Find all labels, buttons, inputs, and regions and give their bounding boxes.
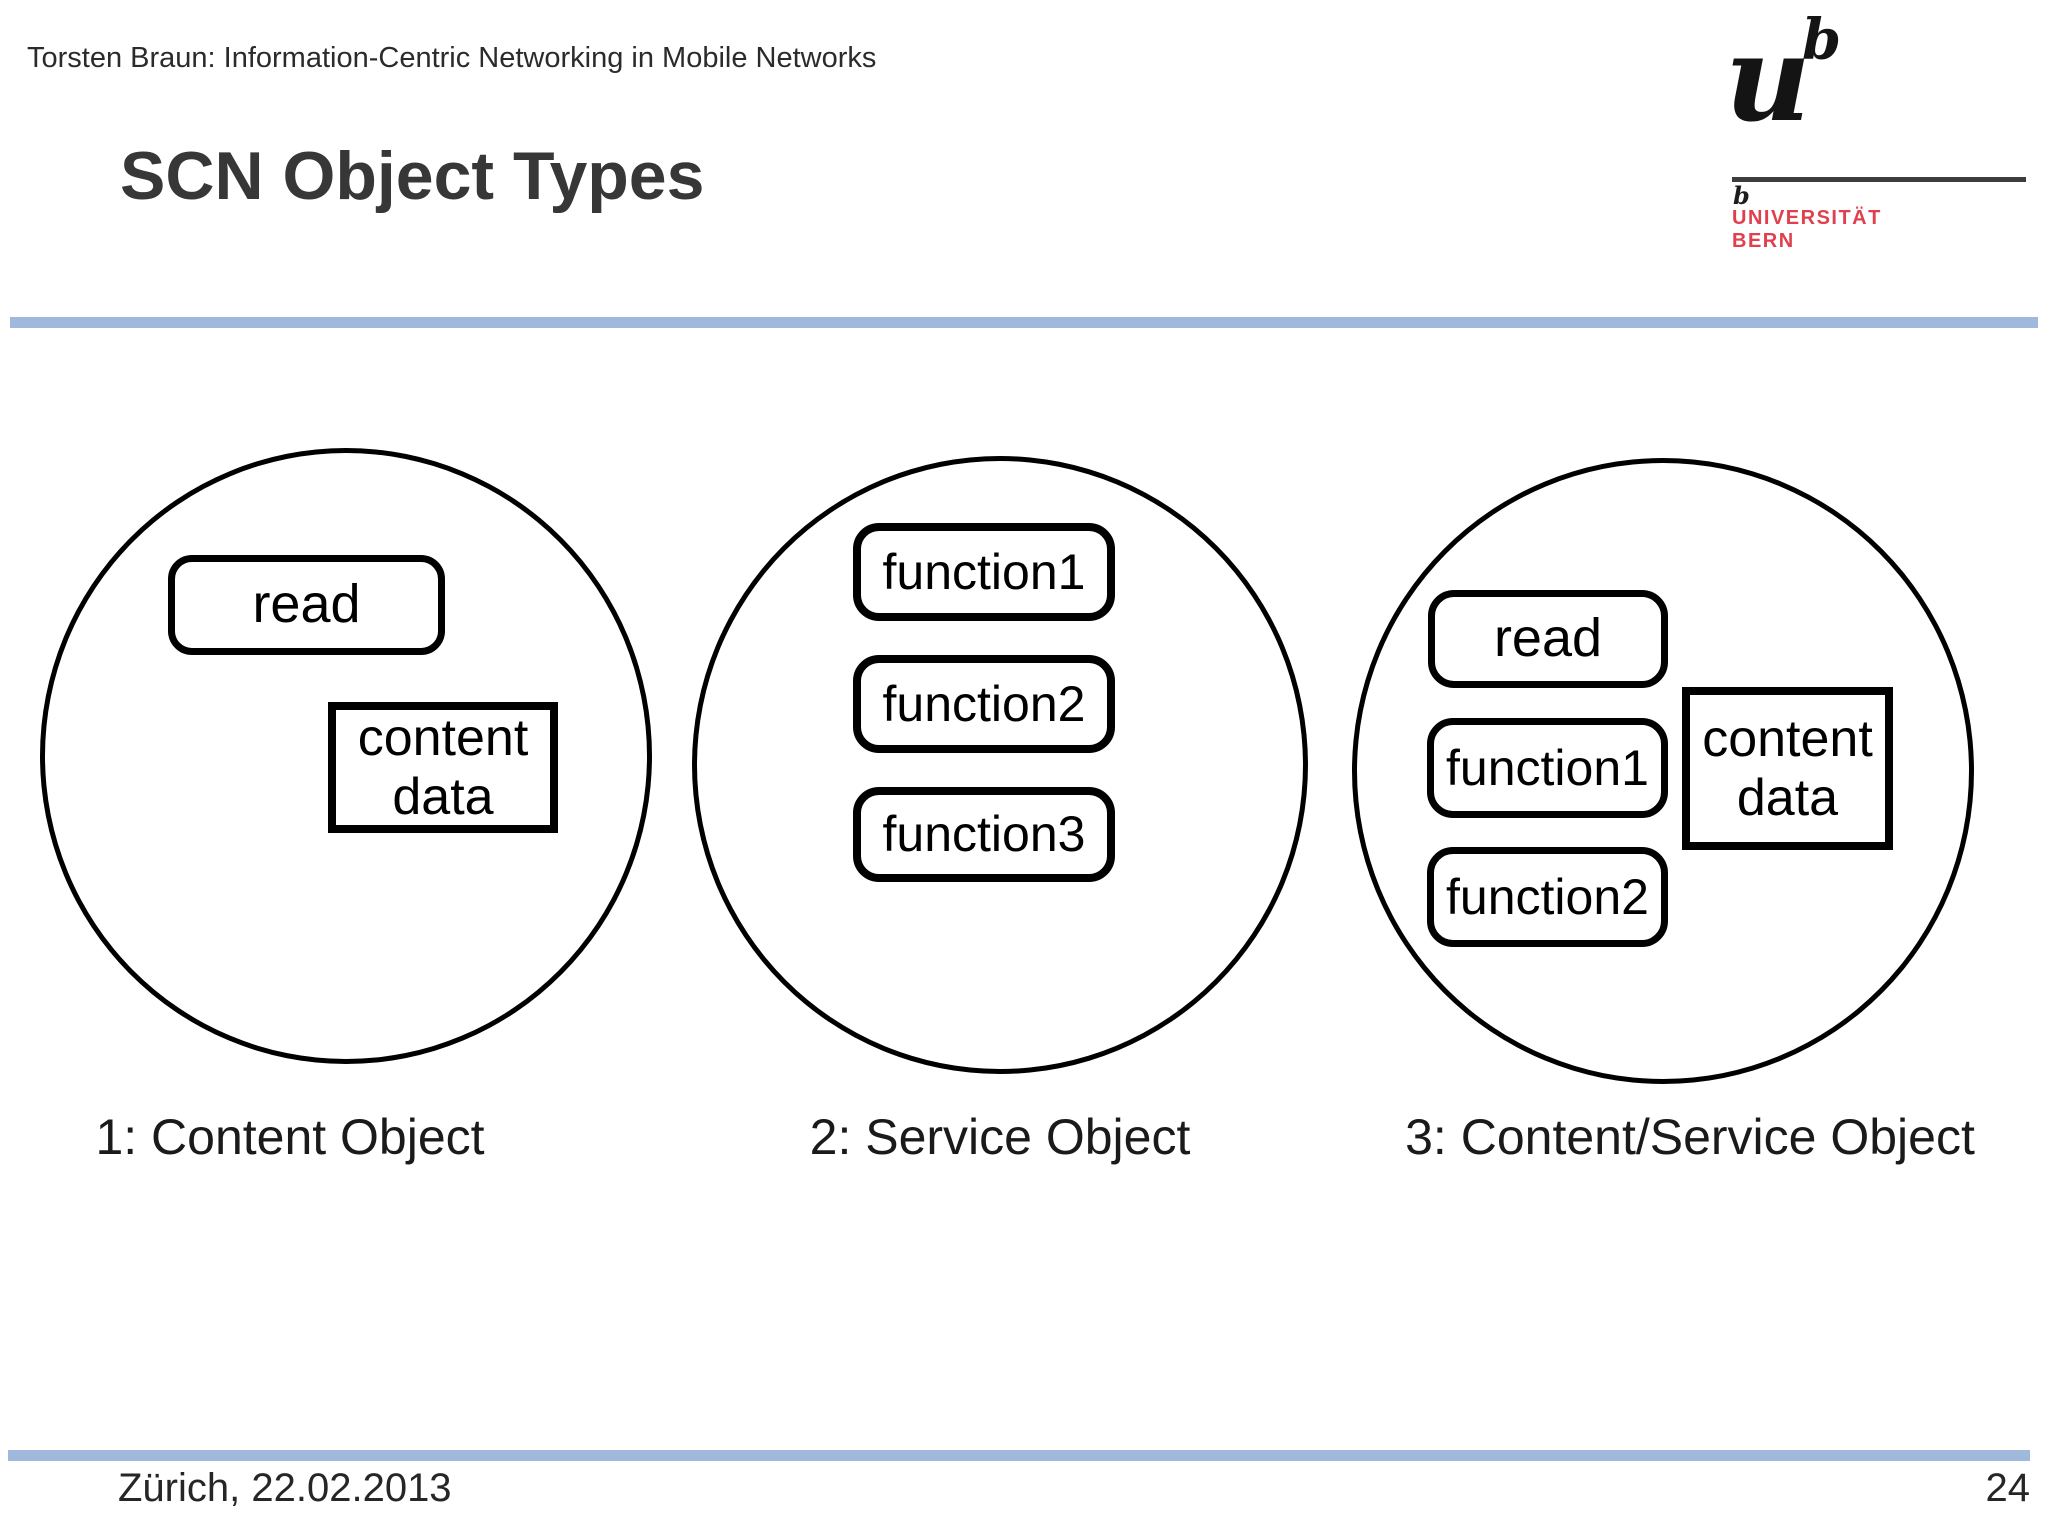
function1-label: function1	[882, 543, 1086, 600]
function3-label: function3	[882, 806, 1086, 862]
content-object-content-data-box: content data	[328, 702, 558, 833]
top-accent-rule	[10, 317, 2038, 328]
content-service-function1-box: function1	[1427, 718, 1668, 818]
presenter-header-text: Torsten Braun: Information-Centric Netwo…	[27, 42, 877, 74]
page-title: SCN Object Types	[120, 138, 705, 214]
caption-content-object: 1: Content Object	[95, 1109, 485, 1165]
caption-service-object: 2: Service Object	[809, 1109, 1191, 1165]
read-label: read	[1493, 608, 1603, 669]
content-data-label: content data	[1702, 709, 1873, 827]
logo-divider-line	[1732, 177, 2026, 182]
footer-page-number: 24	[1985, 1466, 2031, 1510]
function2-label: function2	[1446, 868, 1649, 925]
content-service-function2-box: function2	[1427, 847, 1668, 947]
read-label: read	[252, 574, 361, 635]
content-data-label: content data	[357, 708, 529, 826]
caption-content-service-object: 3: Content/Service Object	[1405, 1109, 1975, 1165]
logo-bern-text: BERN	[1732, 230, 1795, 252]
logo-universitat-text: UNIVERSITÄT	[1732, 207, 1882, 229]
service-object-function3-box: function3	[853, 787, 1115, 882]
content-service-read-box: read	[1428, 590, 1668, 688]
content-service-content-data-box: content data	[1682, 687, 1893, 850]
logo-small-b-glyph: b	[1733, 181, 1750, 210]
function2-label: function2	[882, 675, 1086, 732]
function1-label: function1	[1446, 739, 1649, 796]
university-bern-logo-u-glyph: u	[1725, 9, 1811, 148]
footer-location-date: Zürich, 22.02.2013	[118, 1466, 452, 1510]
service-object-function1-box: function1	[853, 523, 1115, 621]
university-bern-logo-b-glyph: b	[1802, 7, 1842, 73]
service-object-function2-box: function2	[853, 655, 1115, 753]
bottom-accent-rule	[8, 1450, 2030, 1461]
content-object-read-box: read	[168, 555, 445, 655]
